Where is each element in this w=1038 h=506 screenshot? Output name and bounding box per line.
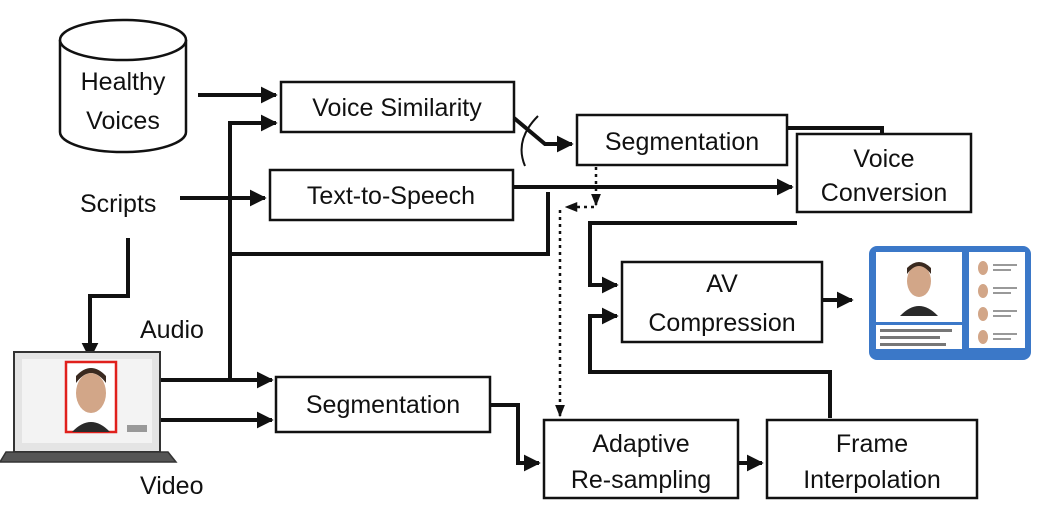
arrow-scripts-to-video <box>81 238 130 360</box>
adaptive-resampling-label-line2: Re-sampling <box>571 466 711 494</box>
healthy-voices-label-line1: Healthy <box>81 68 166 96</box>
segmentation-video-label: Segmentation <box>306 391 460 419</box>
av-compression-label-line1: AV <box>706 270 738 298</box>
av-compression-label-line2: Compression <box>648 309 795 337</box>
voice-similarity-node: Voice Similarity <box>279 80 516 134</box>
arrow-segmentation-to-resampling <box>490 403 541 472</box>
scripts-label: Scripts <box>80 190 156 218</box>
adaptive-resampling-node: Adaptive Re-sampling <box>542 418 740 500</box>
voice-conversion-label-line1: Voice <box>853 145 914 173</box>
audio-label: Audio <box>140 316 204 344</box>
arrow-interpolation-to-av <box>588 307 832 418</box>
text-to-speech-node: Text-to-Speech <box>268 168 515 222</box>
frame-interpolation-label-line1: Frame <box>836 430 908 458</box>
laptop-video-icon <box>0 351 178 463</box>
adaptive-resampling-label-line1: Adaptive <box>592 430 689 458</box>
output-preview-panel <box>869 246 1031 360</box>
healthy-voices-database: Healthy Voices <box>58 18 188 154</box>
voice-similarity-label: Voice Similarity <box>312 94 482 122</box>
crossing-arc <box>520 115 539 167</box>
arrow-audio-to-similarity <box>155 114 278 382</box>
voice-conversion-node: Voice Conversion <box>795 132 973 214</box>
segmentation-audio-label: Segmentation <box>605 128 759 156</box>
segmentation-audio-node: Segmentation <box>575 113 789 167</box>
voice-conversion-label-line2: Conversion <box>821 179 947 207</box>
text-to-speech-label: Text-to-Speech <box>307 182 475 210</box>
arrow-similarity-to-segmentation <box>512 116 574 153</box>
healthy-voices-label-line2: Voices <box>86 107 160 135</box>
wire-tts-feedback <box>230 192 550 256</box>
frame-interpolation-node: Frame Interpolation <box>765 418 979 500</box>
av-compression-node: AV Compression <box>620 260 824 344</box>
arrow-conversion-to-av <box>588 221 797 294</box>
segmentation-video-node: Segmentation <box>274 375 492 434</box>
frame-interpolation-label-line2: Interpolation <box>803 466 941 494</box>
wire-segmentation-to-conversion <box>787 126 884 134</box>
video-label: Video <box>140 472 204 500</box>
